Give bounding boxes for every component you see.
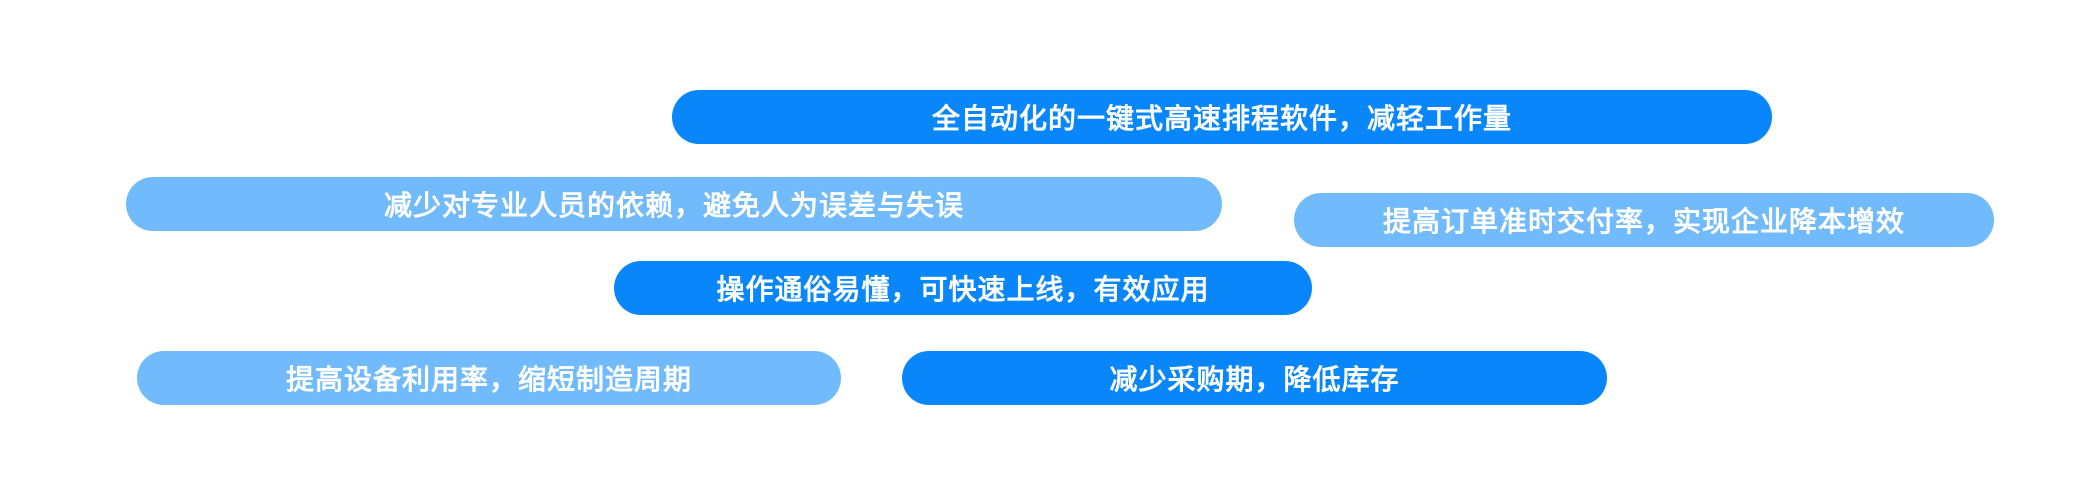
pill-reduce-procurement: 减少采购期，降低库存 — [902, 351, 1607, 405]
pill-equipment-utilization: 提高设备利用率，缩短制造周期 — [137, 351, 841, 405]
pill-on-time-delivery: 提高订单准时交付率，实现企业降本增效 — [1294, 193, 1994, 247]
pill-easy-operation: 操作通俗易懂，可快速上线，有效应用 — [614, 261, 1312, 315]
pill-reduce-dependence-label: 减少对专业人员的依赖，避免人为误差与失误 — [383, 190, 964, 221]
pill-equipment-utilization-label: 提高设备利用率，缩短制造周期 — [285, 364, 692, 395]
pill-reduce-procurement-label: 减少采购期，降低库存 — [1109, 364, 1400, 395]
pill-easy-operation-label: 操作通俗易懂，可快速上线，有效应用 — [716, 274, 1210, 305]
pill-auto-scheduling: 全自动化的一键式高速排程软件，减轻工作量 — [672, 90, 1772, 144]
pill-on-time-delivery-label: 提高订单准时交付率，实现企业降本增效 — [1382, 206, 1905, 237]
pill-auto-scheduling-label: 全自动化的一键式高速排程软件，减轻工作量 — [931, 103, 1512, 134]
pill-reduce-dependence: 减少对专业人员的依赖，避免人为误差与失误 — [126, 177, 1222, 231]
